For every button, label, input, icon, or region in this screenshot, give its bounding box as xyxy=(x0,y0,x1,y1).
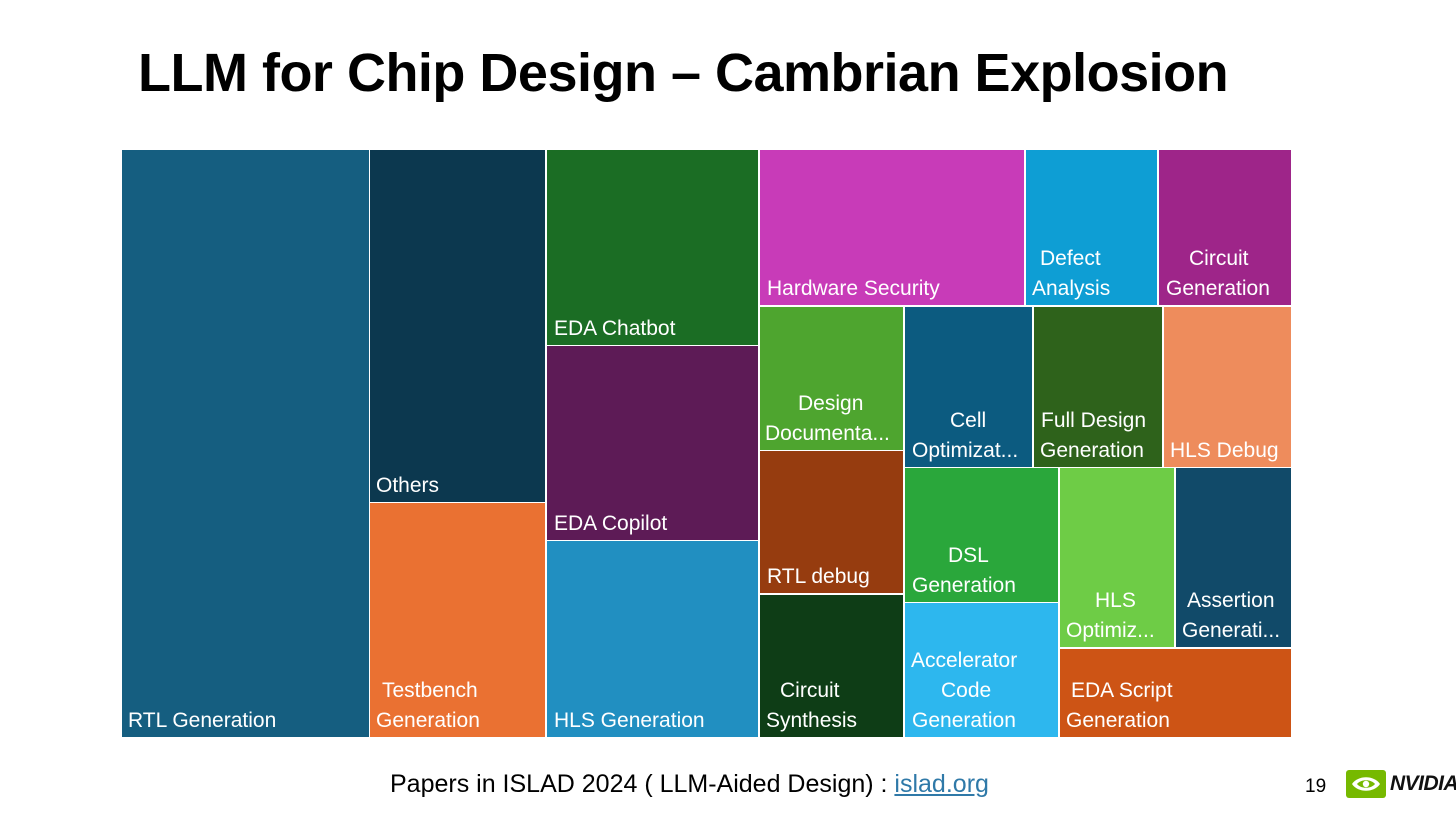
treemap-tile-rect xyxy=(1026,150,1157,305)
treemap-tile-rect xyxy=(760,451,903,593)
treemap-tile-rect xyxy=(1060,649,1291,737)
slide-title: LLM for Chip Design – Cambrian Explosion xyxy=(138,43,1229,103)
treemap-tile-rect xyxy=(547,541,758,737)
treemap-tile-hardware-security: Hardware Security xyxy=(760,150,1024,305)
islad-link[interactable]: islad.org xyxy=(894,770,989,798)
treemap-tile-rect xyxy=(1060,468,1174,647)
treemap-tile-rect xyxy=(547,346,758,540)
treemap-tile-rect xyxy=(370,503,545,737)
treemap-tile-hls-debug: HLS Debug xyxy=(1164,307,1291,467)
treemap-tile-rect xyxy=(122,150,369,737)
footer-text: Papers in ISLAD 2024 ( LLM-Aided Design)… xyxy=(390,770,895,798)
treemap-tile-rect xyxy=(547,150,758,345)
nvidia-logo: NVIDIA xyxy=(1346,770,1456,798)
treemap-tile-hls-generation: HLS Generation xyxy=(547,541,758,737)
treemap-tile-rect xyxy=(1159,150,1291,305)
treemap-tile-rtl-generation: RTL Generation xyxy=(122,150,369,737)
treemap-tile-rect xyxy=(1176,468,1291,647)
treemap-tile-eda-chatbot: EDA Chatbot xyxy=(547,150,758,345)
treemap-tile-label: HLS Debug xyxy=(1170,439,1279,462)
treemap-tile-eda-copilot: EDA Copilot xyxy=(547,346,758,540)
treemap-tile-rect xyxy=(760,150,1024,305)
nvidia-wordmark: NVIDIA xyxy=(1390,772,1456,795)
nvidia-eye-icon xyxy=(1346,770,1386,798)
treemap-tile-label: HLS Generation xyxy=(554,709,705,732)
treemap-tile-rect xyxy=(1034,307,1162,467)
treemap-tile-rect xyxy=(905,468,1058,602)
treemap-tile-label: RTL debug xyxy=(767,565,870,588)
page-number: 19 xyxy=(1305,776,1327,797)
treemap-tile-label: RTL Generation xyxy=(128,709,276,732)
treemap-tile-rect xyxy=(905,307,1032,467)
treemap-tile-label: EDA Copilot xyxy=(554,512,667,535)
treemap-tile-rect xyxy=(1164,307,1291,467)
treemap-tile-others: Others xyxy=(370,150,545,502)
footer-caption: Papers in ISLAD 2024 ( LLM-Aided Design)… xyxy=(390,770,989,799)
treemap-tile-label: EDA Chatbot xyxy=(554,317,676,340)
treemap-tile-rect xyxy=(760,307,903,450)
treemap-tile-rect xyxy=(905,603,1058,737)
treemap-tile-rect xyxy=(370,150,545,502)
treemap-tile-label: Others xyxy=(376,474,439,497)
treemap-tile-rect xyxy=(760,595,903,737)
treemap-tile-rtl-debug: RTL debug xyxy=(760,451,903,593)
treemap-tile-label: Hardware Security xyxy=(767,277,940,300)
